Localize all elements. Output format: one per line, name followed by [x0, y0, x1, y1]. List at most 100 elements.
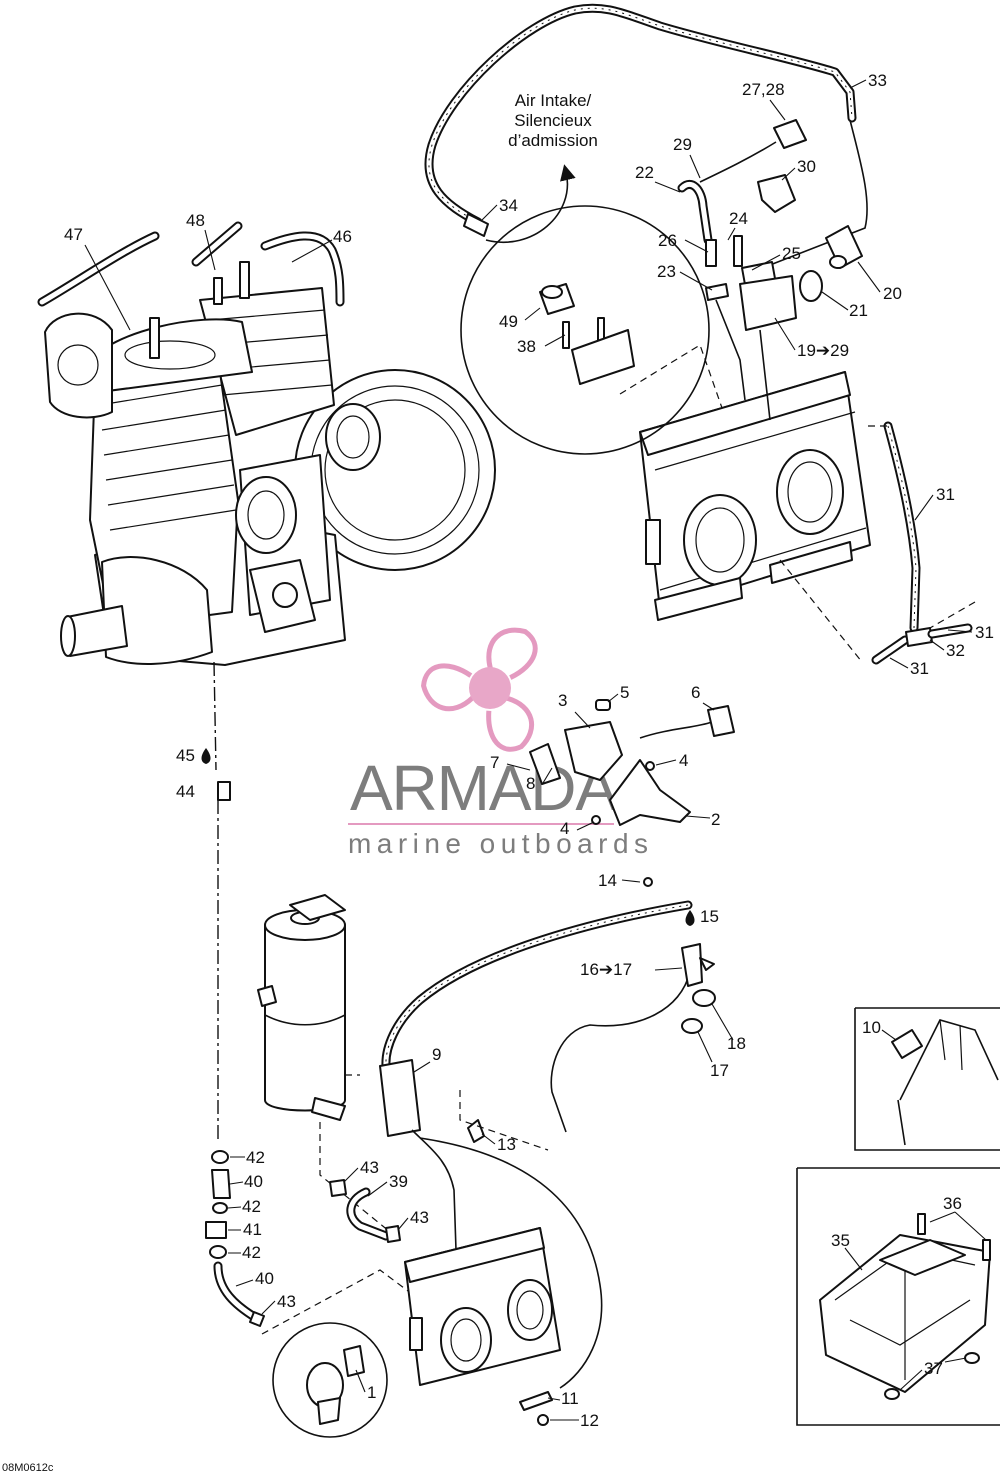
- callout-12: 12: [580, 1411, 599, 1430]
- grommet-37-a: [884, 1388, 900, 1400]
- callout-33: 33: [868, 71, 887, 90]
- callout-44: 44: [176, 782, 195, 801]
- connector-27-28: [773, 119, 807, 149]
- o-ring-17: [681, 1018, 703, 1034]
- switch-6: [707, 705, 735, 737]
- clamp-42-c: [209, 1245, 227, 1259]
- tube-10: [891, 1029, 923, 1059]
- callout-11: 11: [561, 1389, 579, 1408]
- callout-2: 2: [711, 810, 720, 829]
- wire-6: [639, 721, 713, 739]
- callout-5: 5: [620, 683, 629, 702]
- callout-20: 20: [883, 284, 902, 303]
- clamp-23: [705, 283, 729, 301]
- callout-37: 37: [924, 1359, 943, 1378]
- detail-circle-upper: [460, 205, 723, 455]
- callout-24: 24: [729, 209, 748, 228]
- callout-41: 41: [243, 1220, 262, 1239]
- air-flow-arrow: [485, 164, 576, 243]
- carb-top-rail: [639, 371, 851, 456]
- fitting-41: [205, 1221, 227, 1239]
- grommet-37-b: [964, 1352, 980, 1364]
- callout-43-b: 43: [410, 1208, 429, 1227]
- callout-19-29: 19➔29: [797, 341, 849, 360]
- inset-box-part-10: [854, 1007, 1000, 1151]
- nut-4: [645, 761, 655, 771]
- leader-lines: [84, 79, 987, 1421]
- clamp-42-b: [212, 1202, 228, 1214]
- air-intake-hose: [424, 3, 868, 273]
- engine-hoses: [37, 221, 345, 307]
- callout-36: 36: [943, 1194, 962, 1213]
- ring-14: [643, 877, 653, 887]
- carburetor-assembly-upper: [639, 371, 871, 621]
- clamp-43-b: [385, 1225, 401, 1243]
- inset-box-air-silencer: [796, 1167, 1000, 1426]
- callout-43-a: 43: [360, 1158, 379, 1177]
- callout-3: 3: [558, 691, 567, 710]
- callout-26: 26: [658, 231, 677, 250]
- engine-assembly: [44, 261, 496, 666]
- callout-40-b: 40: [255, 1269, 274, 1288]
- callout-22: 22: [635, 163, 654, 182]
- callout-27-28: 27,28: [742, 80, 785, 99]
- vent-hose-31: [779, 421, 976, 665]
- nut-18: [692, 989, 716, 1007]
- cap-5: [595, 699, 611, 711]
- oil-tank: [257, 894, 401, 1241]
- filter-9: [379, 1059, 421, 1137]
- callout-18: 18: [727, 1034, 746, 1053]
- sensor-body-19: [739, 275, 797, 331]
- pto-shaft: [66, 605, 128, 657]
- callout-29: 29: [673, 135, 692, 154]
- cable-bracket-parts: [529, 699, 735, 826]
- callout-48: 48: [186, 211, 205, 230]
- callout-7: 7: [490, 753, 499, 772]
- callout-4-a: 4: [679, 751, 688, 770]
- bracket-2: [609, 759, 691, 826]
- gasket-7: [529, 743, 561, 785]
- note-line-3: d’admission: [508, 131, 598, 150]
- callout-42-c: 42: [242, 1243, 261, 1262]
- callout-35: 35: [831, 1231, 850, 1250]
- callout-16-17: 16➔17: [580, 960, 632, 979]
- callout-21: 21: [849, 301, 868, 320]
- callout-1: 1: [367, 1383, 376, 1402]
- callout-6: 6: [691, 683, 700, 702]
- t-fitting-32: [905, 627, 933, 647]
- hose-40-a: [211, 1169, 231, 1199]
- bolt-36-a: [917, 1213, 926, 1235]
- spark-plug-rear: [239, 261, 250, 299]
- callout-23: 23: [657, 262, 676, 281]
- jet-1: [343, 1345, 365, 1377]
- fitting-44: [217, 781, 231, 801]
- recoil-starter: [44, 312, 113, 419]
- housing-3: [564, 721, 623, 781]
- callout-34: 34: [499, 196, 518, 215]
- o-ring-21: [799, 270, 823, 302]
- callout-17: 17: [710, 1061, 729, 1080]
- drop-icon: [685, 910, 695, 926]
- callout-49: 49: [499, 312, 518, 331]
- lower-throttle-bore-left: [440, 1307, 492, 1373]
- callout-30: 30: [797, 157, 816, 176]
- choke-cable: [459, 943, 716, 1151]
- watermark-tagline: marine outboards: [348, 828, 648, 859]
- callout-40-a: 40: [244, 1172, 263, 1191]
- sensor-16: [681, 943, 703, 987]
- callout-45: 45: [176, 746, 195, 765]
- callout-labels: 33 27,28 29 30 22 24 26 2 5 23 20 21 49 3…: [64, 71, 994, 1430]
- detail-circle-lower: [272, 1322, 388, 1438]
- note-line-1: Air Intake/: [515, 91, 592, 110]
- washer-12: [537, 1414, 549, 1426]
- callout-13: 13: [497, 1135, 516, 1154]
- callout-31-b: 31: [975, 623, 994, 642]
- callout-39: 39: [389, 1172, 408, 1191]
- callout-10: 10: [862, 1018, 881, 1037]
- callout-32: 32: [946, 641, 965, 660]
- diagram-code: 08M0612c: [2, 1462, 54, 1474]
- note-line-2: Silencieux: [514, 111, 592, 130]
- tube-26: [705, 239, 717, 267]
- carburetor-assembly-lower: [404, 1227, 561, 1386]
